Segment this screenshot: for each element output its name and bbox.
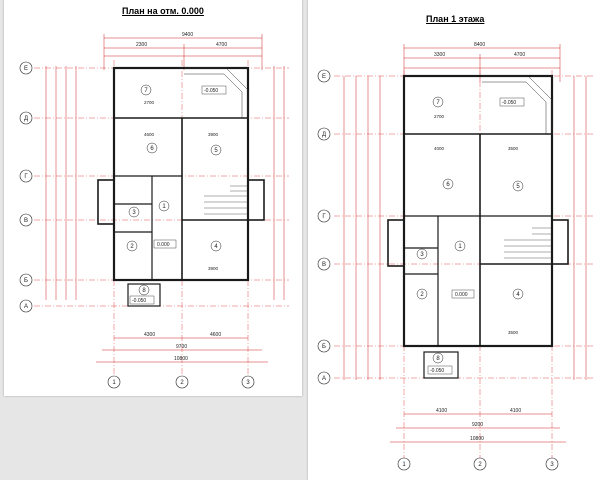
room-dim-3: 3500	[508, 146, 519, 151]
room-number-5: 5	[214, 148, 218, 154]
level-mark-3: -0.050	[430, 368, 444, 374]
room-dim-2: 4600	[144, 132, 155, 137]
bottom-dim-4: 10800	[174, 356, 188, 362]
overall-width-label: 8400	[474, 42, 485, 48]
room-number-7: 7	[436, 100, 440, 106]
bay-window	[184, 67, 249, 118]
right-dimension-lines	[573, 76, 587, 380]
number-axis-bubbles	[107, 375, 255, 389]
number-axis-lines	[113, 60, 249, 376]
room-number-6: 6	[150, 146, 154, 152]
room-circles	[416, 96, 524, 364]
room-dim-4: 3900	[208, 266, 219, 271]
axis-label-g: Г	[322, 214, 326, 220]
level-mark-3: -0.050	[132, 298, 146, 304]
room-number-7: 7	[144, 88, 148, 94]
axis-label-b: Б	[24, 278, 28, 284]
level-mark-2: 0.000	[455, 292, 468, 298]
axis-label-d: Д	[322, 132, 326, 138]
room-number-1: 1	[458, 244, 462, 250]
level-mark-1: -0.050	[502, 100, 516, 106]
room-dim-3: 3900	[208, 132, 219, 137]
axis-label-1: 1	[112, 380, 116, 386]
left-dimension-lines	[343, 76, 381, 380]
room-dim-1: 2700	[434, 114, 445, 119]
room-dim-4: 3500	[508, 330, 519, 335]
plan-sheet-right: План 1 этажа 8400 3300 4700	[308, 0, 600, 480]
axis-label-1: 1	[402, 462, 406, 468]
number-axis-lines	[403, 70, 553, 460]
letter-axis-lines	[334, 75, 594, 379]
axis-label-a: А	[322, 376, 326, 382]
top-dim-2: 4700	[216, 42, 227, 48]
walls	[387, 74, 569, 379]
number-axis-bubbles	[397, 457, 559, 471]
bottom-dim-4: 10800	[470, 436, 484, 442]
bottom-dim-2: 4600	[210, 332, 221, 338]
bottom-dim-3: 9200	[472, 422, 483, 428]
bay-window	[482, 75, 553, 134]
axis-label-b: Б	[322, 344, 326, 350]
bottom-dimension-lines	[96, 337, 268, 363]
room-number-2: 2	[420, 292, 424, 298]
level-mark-1: -0.050	[204, 88, 218, 94]
letter-axis-lines	[34, 67, 289, 307]
room-number-5: 5	[516, 184, 520, 190]
plan-sheet-left: План на отм. 0.000 9400 2300 4700	[4, 0, 302, 396]
room-circles	[126, 84, 222, 296]
room-number-3: 3	[132, 210, 136, 216]
room-number-4: 4	[516, 292, 520, 298]
letter-axis-bubbles	[317, 69, 331, 385]
room-number-1: 1	[162, 204, 166, 210]
plan-title-right: План 1 этажа	[426, 14, 485, 24]
bottom-dim-1: 4300	[144, 332, 155, 338]
bottom-dim-2: 4100	[510, 408, 521, 414]
floor-plan-drawing: 9400 2300 4700	[19, 32, 289, 389]
axis-label-v: В	[24, 218, 28, 224]
axis-label-3: 3	[550, 462, 554, 468]
room-number-6: 6	[446, 182, 450, 188]
top-dim-1: 3300	[434, 52, 445, 58]
axis-label-e: Е	[322, 74, 326, 80]
overall-width-label: 9400	[182, 32, 193, 38]
bottom-dim-3: 9700	[176, 344, 187, 350]
axis-label-e: Е	[24, 66, 28, 72]
room-number-2: 2	[130, 244, 134, 250]
room-dim-1: 2700	[144, 100, 155, 105]
room-number-3: 3	[420, 252, 424, 258]
axis-label-v: В	[322, 262, 326, 268]
bottom-dim-1: 4100	[436, 408, 447, 414]
right-dimension-lines	[273, 66, 285, 300]
level-mark-2: 0.000	[157, 242, 170, 248]
top-dim-2: 4700	[514, 52, 525, 58]
top-dimension-lines	[103, 34, 263, 70]
axis-label-d: Д	[24, 116, 28, 122]
left-dimension-lines	[45, 66, 77, 300]
bottom-dimension-lines	[390, 413, 566, 443]
floor-plan-drawing-right: 8400 3300 4700	[317, 42, 594, 471]
room-number-8: 8	[142, 288, 146, 294]
walls	[97, 66, 265, 307]
room-number-4: 4	[214, 244, 218, 250]
top-dim-1: 2300	[136, 42, 147, 48]
axis-label-2: 2	[478, 462, 482, 468]
letter-axis-bubbles	[19, 61, 33, 313]
stair	[204, 185, 248, 215]
stair	[504, 227, 552, 259]
room-number-8: 8	[436, 356, 440, 362]
room-dim-2: 4000	[434, 146, 445, 151]
axis-label-2: 2	[180, 380, 184, 386]
axis-label-g: Г	[24, 174, 28, 180]
top-dimension-lines	[403, 44, 561, 82]
axis-label-3: 3	[246, 380, 250, 386]
axis-label-a: А	[24, 304, 28, 310]
plan-title: План на отм. 0.000	[122, 6, 204, 16]
